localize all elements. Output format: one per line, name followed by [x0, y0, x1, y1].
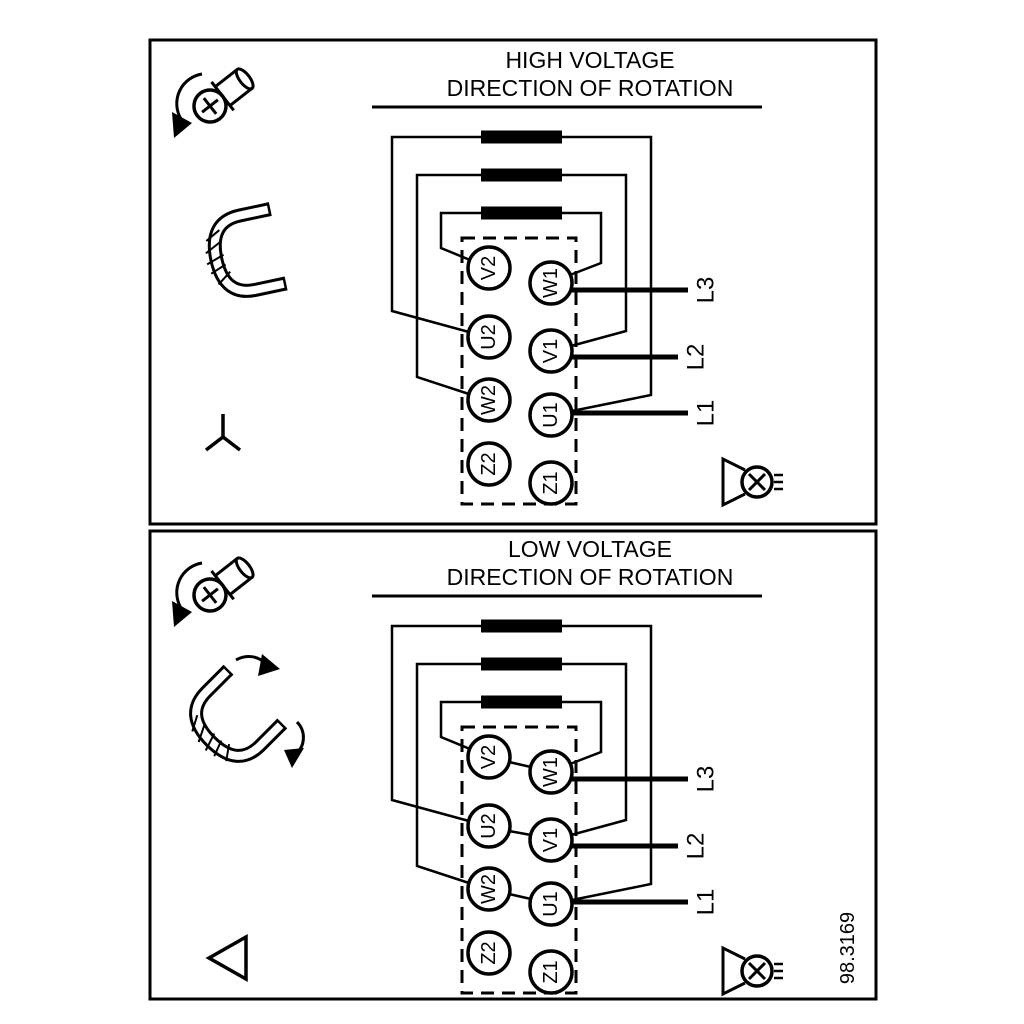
wire — [562, 624, 653, 902]
winding-bar — [481, 206, 562, 220]
wire — [562, 135, 653, 413]
terminal — [528, 817, 574, 863]
terminal — [528, 749, 574, 795]
terminal — [528, 392, 574, 438]
terminal — [528, 328, 574, 374]
terminal — [466, 377, 512, 423]
terminal — [528, 460, 574, 506]
wire — [415, 662, 481, 885]
terminal-label: W2 — [478, 385, 500, 415]
panel-title-line1: LOW VOLTAGE — [508, 536, 672, 562]
terminal — [466, 803, 512, 849]
phase-label: L1 — [693, 400, 720, 427]
screw-rotation-icon — [170, 59, 262, 140]
wire — [439, 700, 481, 751]
winding-bar — [481, 168, 562, 182]
winding-bar — [481, 695, 562, 709]
wire — [390, 135, 481, 334]
terminal — [466, 734, 512, 780]
phase-label: L2 — [683, 344, 710, 371]
wire — [390, 624, 481, 823]
phase-label: L1 — [693, 889, 720, 916]
terminal — [528, 949, 574, 995]
terminal-label: U2 — [478, 324, 500, 350]
terminal-label: V2 — [478, 745, 500, 769]
terminal — [466, 441, 512, 487]
earth-screw-icon — [721, 457, 785, 507]
delta-jumper — [508, 829, 532, 837]
wire — [562, 211, 603, 277]
delta-symbol-icon — [205, 933, 248, 983]
wire — [415, 173, 481, 396]
delta-jumper — [508, 760, 532, 769]
panel-frame — [148, 38, 878, 526]
link-bracket-icon — [172, 666, 287, 781]
phase-label: L3 — [693, 766, 720, 793]
wire — [439, 211, 481, 262]
terminal-label: Z2 — [478, 941, 500, 964]
terminal — [466, 245, 512, 291]
phase-label: L3 — [693, 277, 720, 304]
panel-low-voltage: LOW VOLTAGE DIRECTION OF ROTATION — [148, 529, 878, 1001]
terminal-label: U2 — [478, 813, 500, 839]
wire — [562, 700, 603, 766]
link-move-arrow-icon — [235, 654, 305, 768]
terminal — [528, 260, 574, 306]
panel-frame — [148, 529, 878, 1001]
terminal-label: W1 — [540, 268, 562, 298]
terminal-label: Z1 — [540, 471, 562, 494]
terminal — [528, 881, 574, 927]
winding-bar — [481, 657, 562, 671]
terminal-label: W2 — [478, 874, 500, 904]
figure-number: 98.3169 — [837, 912, 859, 984]
panel-title-line2: DIRECTION OF ROTATION — [447, 564, 734, 590]
terminal — [466, 930, 512, 976]
terminal-label: Z1 — [540, 960, 562, 983]
wire — [562, 662, 628, 837]
terminal — [466, 314, 512, 360]
terminal — [466, 866, 512, 912]
terminal-label: U1 — [540, 891, 562, 917]
winding-bar — [481, 130, 562, 144]
winding-bar — [481, 619, 562, 633]
panel-title-line1: HIGH VOLTAGE — [505, 47, 674, 73]
earth-screw-icon — [721, 946, 785, 996]
terminal-label: W1 — [540, 757, 562, 787]
terminal-label: Z2 — [478, 452, 500, 475]
wire — [562, 173, 628, 348]
terminal-label: U1 — [540, 402, 562, 428]
terminal-label: V2 — [478, 256, 500, 280]
phase-label: L2 — [683, 833, 710, 860]
terminal-label: V1 — [540, 828, 562, 852]
star-symbol-icon — [204, 414, 242, 452]
screw-rotation-icon — [170, 548, 262, 629]
panel-high-voltage: HIGH VOLTAGE DIRECTION OF ROTATION V — [148, 38, 878, 526]
delta-jumper — [508, 892, 532, 901]
link-bracket-icon — [197, 202, 286, 305]
panel-title-line2: DIRECTION OF ROTATION — [447, 75, 734, 101]
terminal-label: V1 — [540, 339, 562, 363]
